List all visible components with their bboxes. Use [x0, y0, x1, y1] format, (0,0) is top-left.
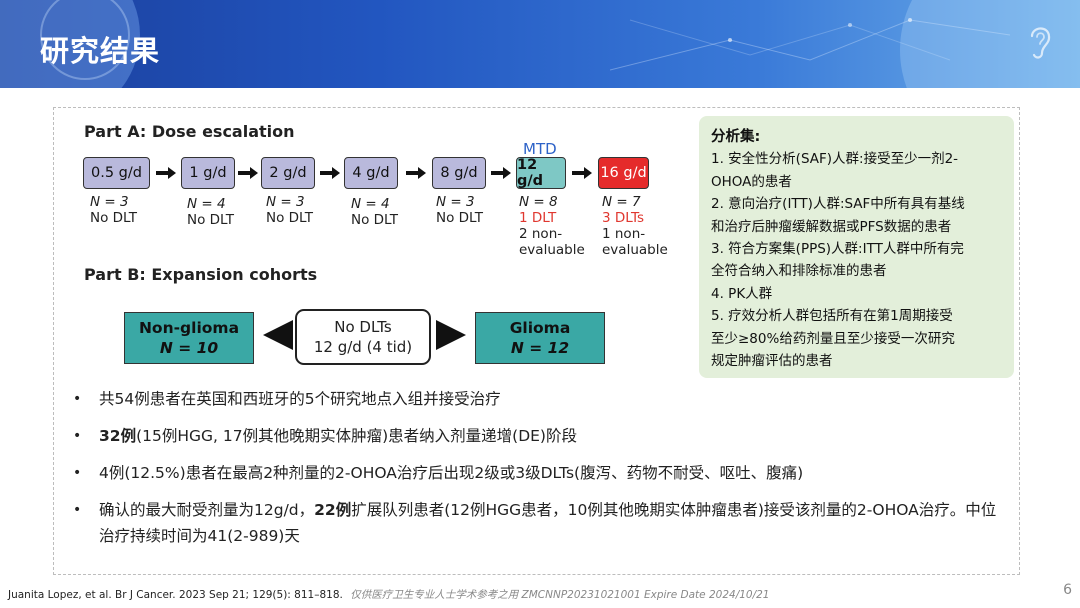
list-item: • 确认的最大耐受剂量为12g/d，22例扩展队列患者(12例HGG患者，10例… — [70, 497, 1010, 549]
analysis-line: 规定肿瘤评估的患者 — [711, 353, 833, 370]
dose-0-result: N = 3 No DLT — [90, 194, 137, 226]
ear-icon — [1030, 27, 1051, 59]
analysis-line: 和治疗后肿瘤缓解数据或PFS数据的患者 — [711, 218, 952, 235]
bullet-icon: • — [73, 428, 82, 444]
expansion-dose-box: No DLTs 12 g/d (4 tid) — [295, 309, 431, 365]
bullet-icon: • — [73, 465, 82, 481]
dose-4-result: N = 3 No DLT — [436, 194, 483, 226]
arrow-right-icon — [491, 167, 511, 179]
footer: Juanita Lopez, et al. Br J Cancer. 2023 … — [8, 587, 770, 602]
dose-box-5-mtd: 12 g/d — [516, 157, 566, 189]
dose-box-6: 16 g/d — [598, 157, 649, 189]
cohort-glioma: Glioma N = 12 — [475, 312, 605, 364]
bullet-icon: • — [73, 391, 82, 407]
part-a-label: Part A: Dose escalation — [84, 122, 295, 141]
mtd-label: MTD — [523, 140, 557, 158]
header-banner: 研究结果 — [0, 0, 1080, 88]
list-item: • 4例(12.5%)患者在最高2种剂量的2-OHOA治疗后出现2级或3级DLT… — [70, 460, 1010, 486]
arrow-left-icon — [263, 320, 293, 350]
findings-list: • 共54例患者在英国和西班牙的5个研究地点入组并接受治疗 • 32例(15例H… — [70, 386, 1010, 560]
bullet-icon: • — [73, 502, 82, 518]
analysis-line: 2. 意向治疗(ITT)人群:SAF中所有具有基线 — [711, 196, 965, 213]
part-b-label: Part B: Expansion cohorts — [84, 265, 318, 284]
analysis-line: 1. 安全性分析(SAF)人群:接受至少一剂2- — [711, 151, 959, 168]
arrow-right-icon — [406, 167, 426, 179]
dose-1-result: N = 4 No DLT — [187, 196, 234, 228]
dose-box-0: 0.5 g/d — [83, 157, 150, 189]
arrow-right-icon — [320, 167, 340, 179]
analysis-line: 4. PK人群 — [711, 285, 773, 302]
arrow-right-icon — [572, 167, 592, 179]
arrow-right-icon — [436, 320, 466, 350]
dose-box-3: 4 g/d — [344, 157, 398, 189]
analysis-heading: 分析集: — [711, 129, 761, 145]
analysis-set-box: 分析集: 1. 安全性分析(SAF)人群:接受至少一剂2- OHOA的患者 2.… — [699, 116, 1014, 378]
content-frame — [53, 107, 1020, 575]
analysis-line: OHOA的患者 — [711, 173, 792, 190]
dose-2-result: N = 3 No DLT — [266, 194, 313, 226]
citation: Juanita Lopez, et al. Br J Cancer. 2023 … — [8, 589, 343, 601]
page-number: 6 — [1063, 582, 1072, 598]
arrow-right-icon — [238, 167, 258, 179]
analysis-line: 5. 疗效分析人群包括所有在第1周期接受 — [711, 308, 953, 325]
page-title: 研究结果 — [40, 34, 161, 68]
analysis-line: 至少≥80%给药剂量且至少接受一次研究 — [711, 330, 955, 347]
analysis-line: 3. 符合方案集(PPS)人群:ITT人群中所有完 — [711, 241, 964, 258]
decorative-lines — [610, 18, 1010, 71]
dose-box-2: 2 g/d — [261, 157, 315, 189]
cohort-non-glioma: Non-glioma N = 10 — [124, 312, 254, 364]
dose-box-1: 1 g/d — [181, 157, 235, 189]
list-item: • 32例(15例HGG, 17例其他晚期实体肿瘤)患者纳入剂量递增(DE)阶段 — [70, 423, 1010, 449]
dose-6-result: N = 7 3 DLTs 1 non- evaluable — [602, 194, 668, 258]
dose-3-result: N = 4 No DLT — [351, 196, 398, 228]
analysis-line: 全符合纳入和排除标准的患者 — [711, 263, 887, 280]
dose-box-4: 8 g/d — [432, 157, 486, 189]
dose-5-result: N = 8 1 DLT 2 non- evaluable — [519, 194, 585, 258]
disclaimer: 仅供医疗卫生专业人士学术参考之用 ZMCNNP20231021001 Expir… — [350, 589, 770, 601]
list-item: • 共54例患者在英国和西班牙的5个研究地点入组并接受治疗 — [70, 386, 1010, 412]
arrow-right-icon — [156, 167, 176, 179]
